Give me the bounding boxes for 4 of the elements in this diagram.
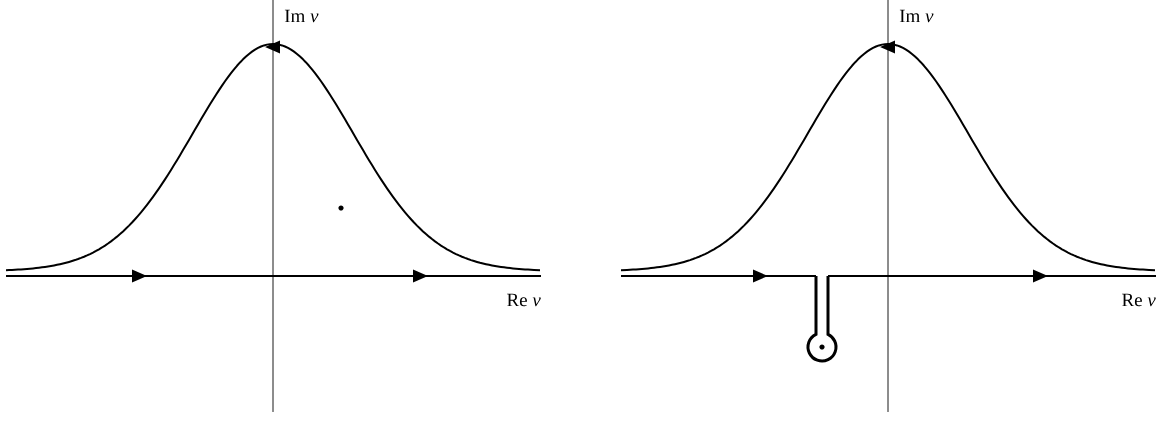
axis-label: Im v xyxy=(284,9,319,23)
axis-label: Re v xyxy=(1122,293,1156,307)
axis-label: Im v xyxy=(899,9,934,23)
axis-label: Re v xyxy=(507,293,541,307)
